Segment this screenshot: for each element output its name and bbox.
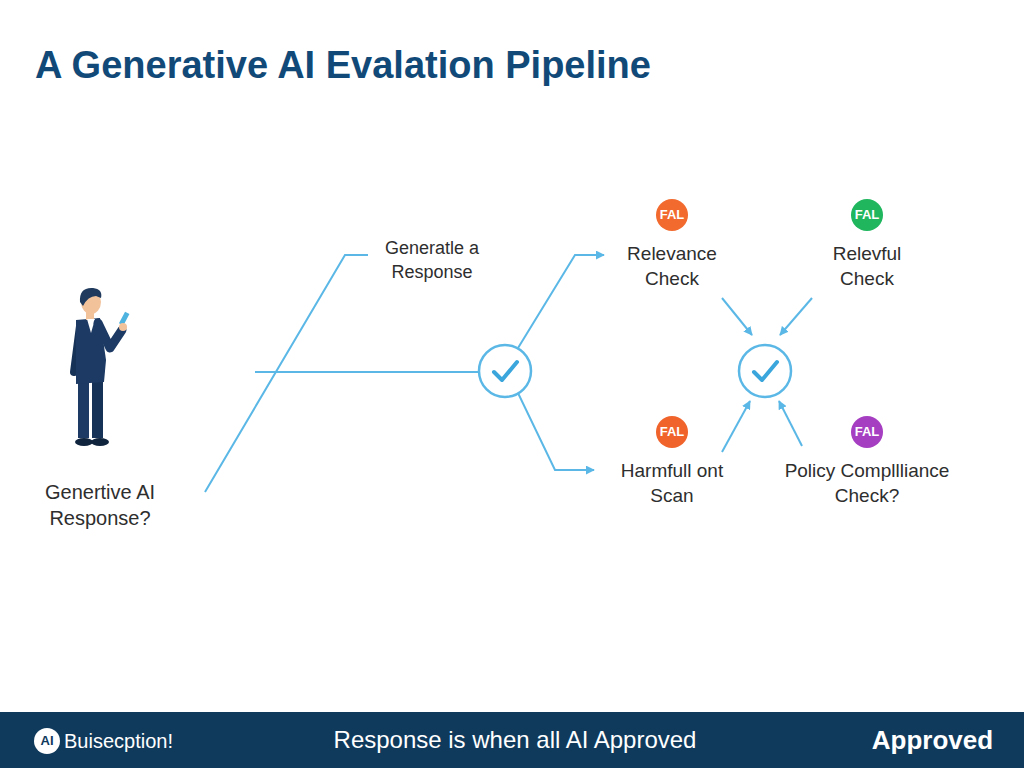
flow-arrow [780, 298, 812, 335]
footer-text: Response is when all AI Approved [255, 726, 775, 754]
logo-text: Buisecption! [64, 728, 234, 754]
node-circle [34, 728, 60, 754]
flow-arrow [722, 401, 750, 452]
badge-text: FAL [656, 416, 688, 448]
person-arm [98, 323, 122, 348]
status-badge: FALPolicy Compllliance Check? [851, 416, 883, 448]
step-label: Genertive AI Response? [25, 479, 175, 531]
flow-line [255, 371, 479, 373]
flow-arrow [518, 255, 604, 348]
status-badge: FALHarmfull ont Scan [656, 416, 688, 448]
check-mark [494, 362, 517, 380]
person-illustration [74, 288, 129, 446]
person-hair [80, 288, 101, 306]
flow-arrow [779, 401, 802, 446]
person-shoe [91, 438, 109, 446]
flow-arrow [722, 298, 752, 335]
person-shoe [75, 438, 93, 446]
person-shirt [87, 319, 95, 333]
check-circle [739, 345, 791, 397]
node-circle [851, 199, 883, 231]
status-badge: FALRelevful Check [851, 199, 883, 231]
person-leg [78, 378, 89, 438]
node-circle [656, 416, 688, 448]
check-label: Harmfull ont Scan [607, 458, 737, 508]
footer-band: Response is when all AI Approved Approved… [0, 712, 1024, 768]
badge-text: FAL [851, 416, 883, 448]
node-circle [656, 199, 688, 231]
check-label: Relevful Check [805, 241, 929, 291]
check-mark [754, 362, 777, 380]
badge-text: FAL [851, 199, 883, 231]
node-circle [851, 416, 883, 448]
person-hand [119, 323, 127, 331]
badge-text: FAL [656, 199, 688, 231]
check-circle [479, 345, 531, 397]
flow-line [205, 255, 368, 492]
footer-status: Approved [860, 725, 1005, 755]
flow-arrow [518, 393, 594, 470]
person-leg [92, 378, 103, 438]
status-badge: FALRelevance Check [656, 199, 688, 231]
check-label: Relevance Check [610, 241, 734, 291]
step-label: Generatle a Response [367, 236, 497, 284]
logo-circle: AIBuisecption! [34, 728, 60, 754]
diagram-title: A Generative AI Evalation Pipeline [35, 44, 651, 87]
logo-mark: AI [34, 728, 60, 754]
check-label: Policy Compllliance Check? [761, 458, 973, 508]
